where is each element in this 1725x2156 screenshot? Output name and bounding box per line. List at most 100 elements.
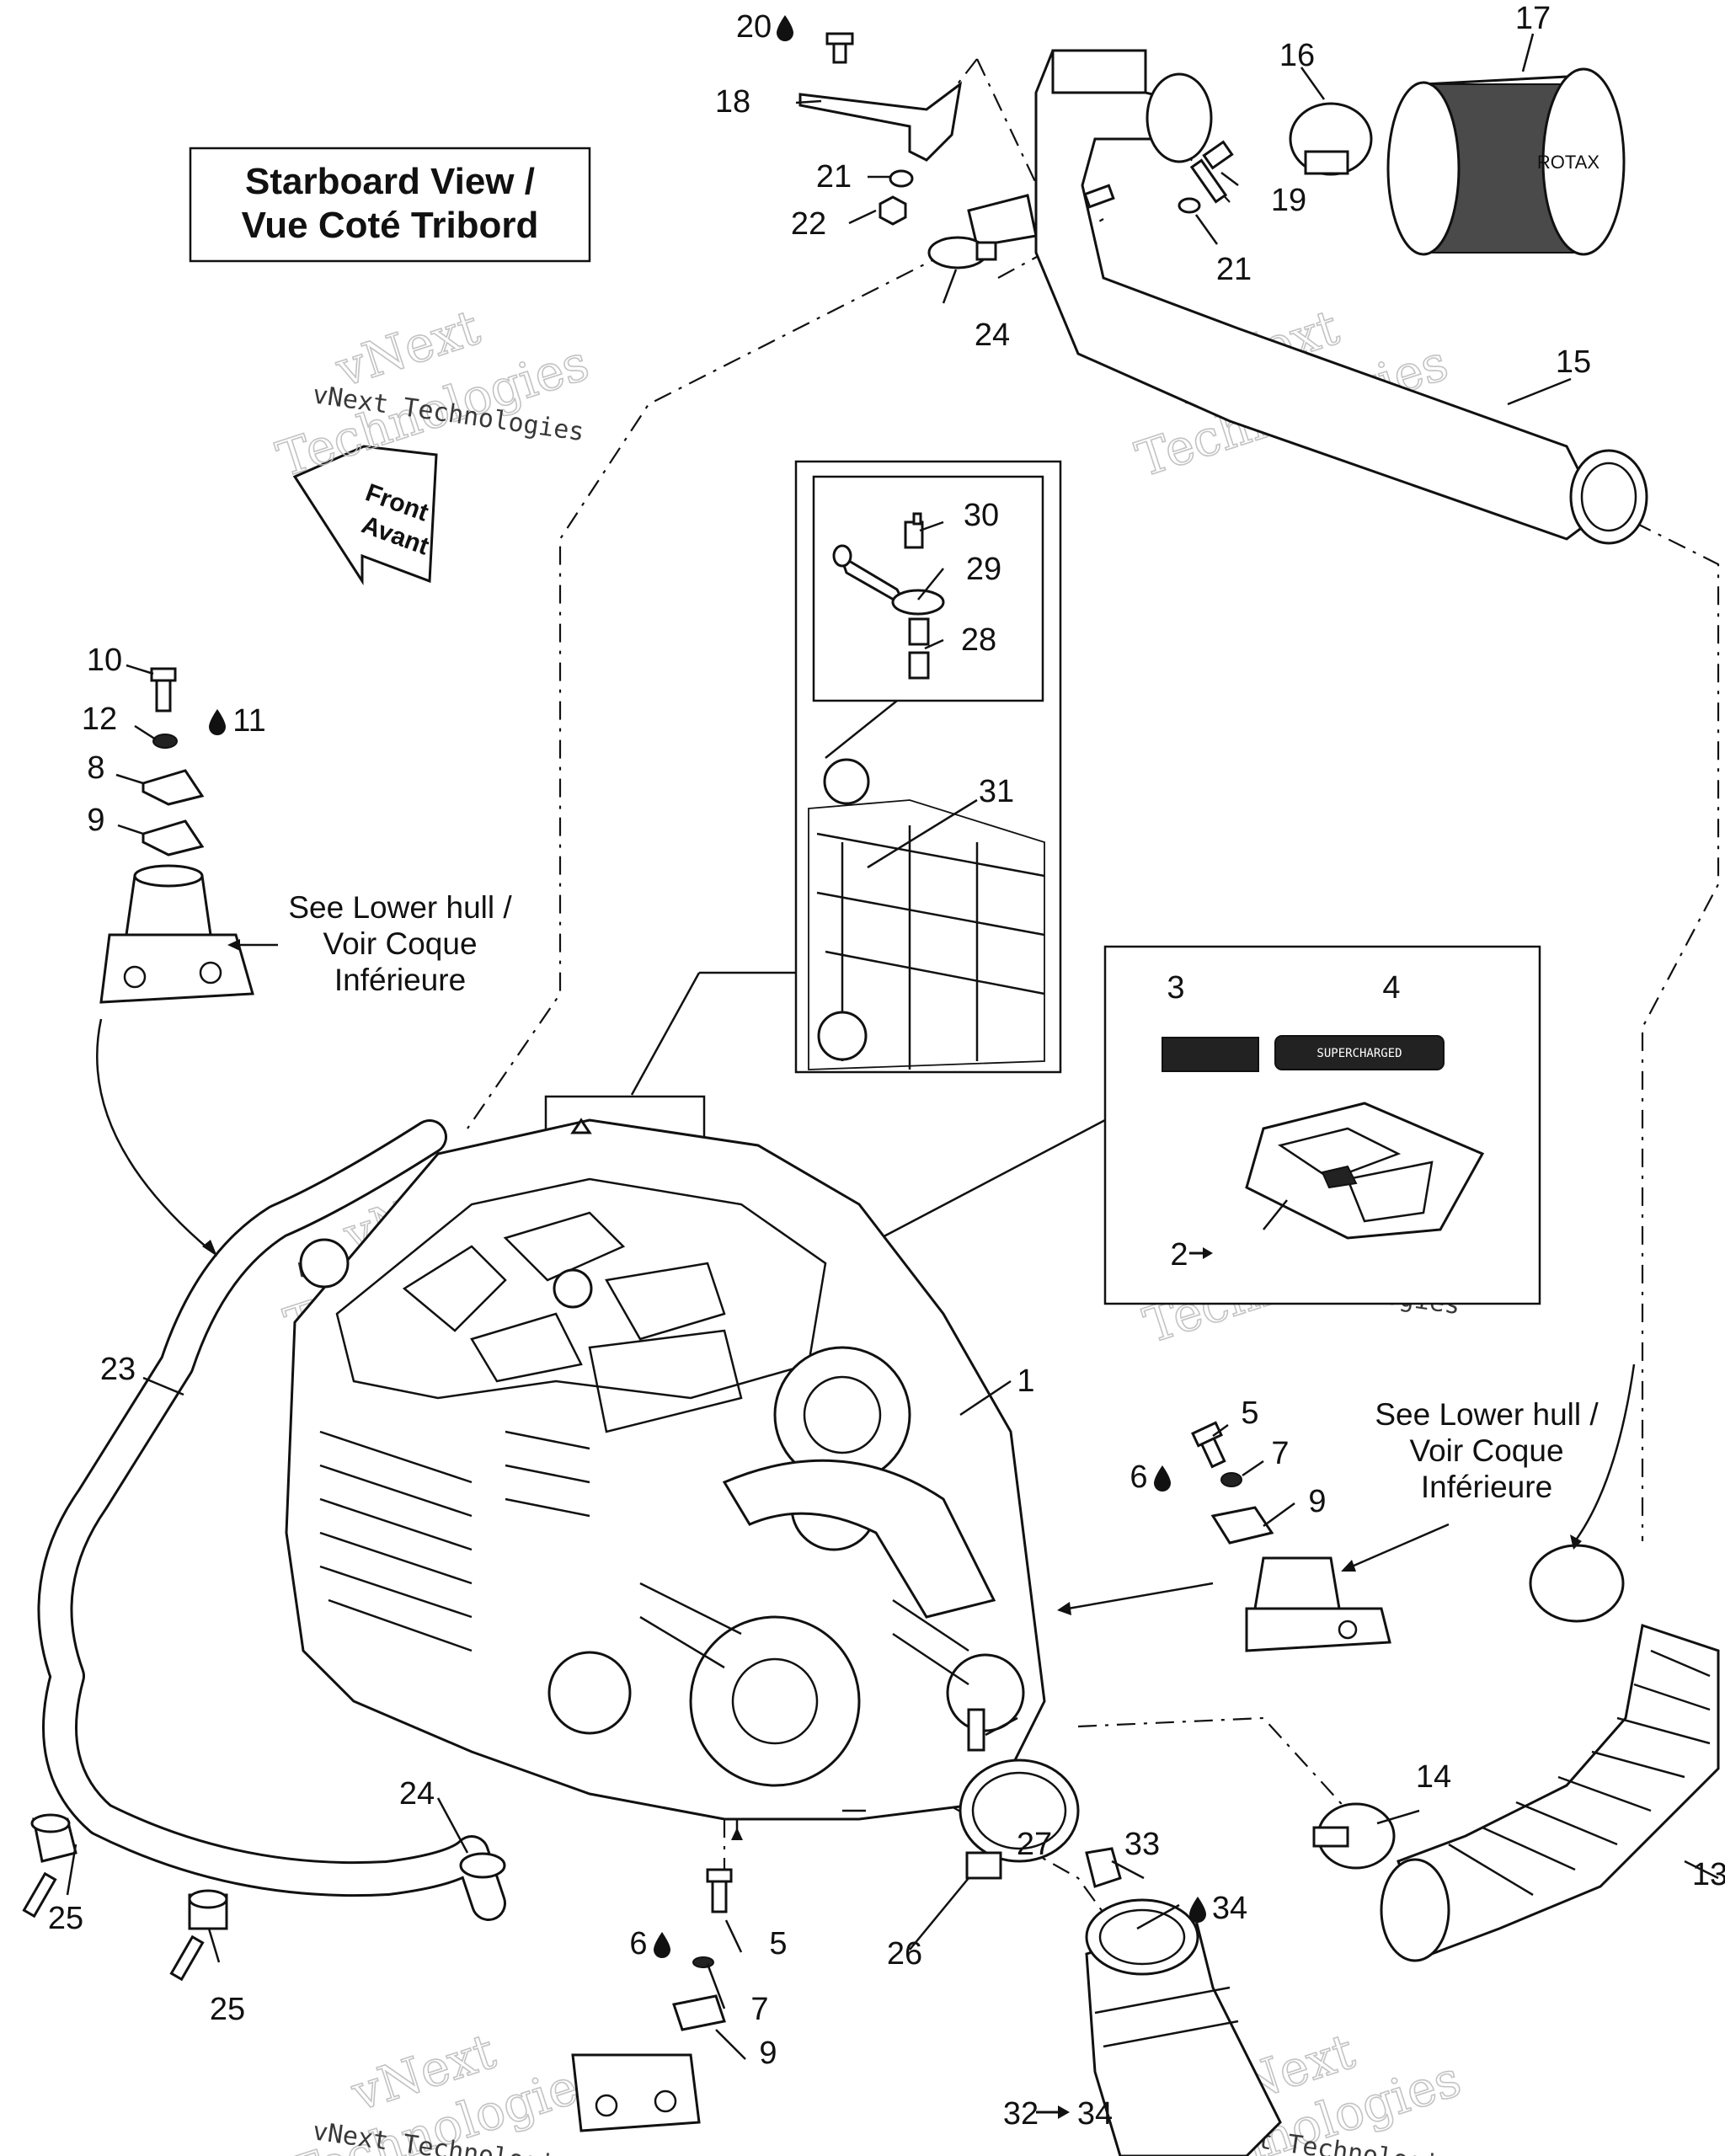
sealant-drop-icon	[1189, 1897, 1206, 1923]
callout-24: 24	[399, 1776, 435, 1812]
oil-cap	[299, 1238, 350, 1289]
lower-hull-note-left: See Lower hull / Voir Coque Inférieure	[288, 890, 512, 997]
callout-21: 21	[1216, 252, 1252, 287]
air-intake-assembly: ROTAX	[798, 32, 1648, 545]
note-line: Inférieure	[334, 963, 466, 997]
nut	[879, 195, 907, 226]
direction-arrows	[96, 939, 1636, 1840]
magneto-cover	[689, 1615, 861, 1787]
right-arrow-icon	[1189, 1247, 1213, 1259]
decal-3	[1162, 1037, 1259, 1072]
callout-26: 26	[887, 1936, 922, 1972]
callout-15: 15	[1556, 344, 1591, 380]
callout-27: 27	[1017, 1827, 1052, 1862]
mounting-bracket	[798, 81, 963, 162]
front-direction-indicator: Front Avant	[292, 445, 438, 586]
rubber-mount	[571, 2053, 701, 2132]
detail-inset-decals: SUPERCHARGED	[1103, 945, 1541, 1305]
vent-hose	[908, 651, 930, 680]
callout-9: 9	[87, 803, 104, 838]
right-arrow-icon	[1036, 2105, 1070, 2119]
view-title-box: Starboard View / Vue Coté Tribord	[189, 147, 591, 263]
washer	[1178, 197, 1201, 214]
outlet-pipe	[1085, 1919, 1282, 2156]
hose-fitting	[967, 194, 1038, 248]
callout-10: 10	[87, 643, 122, 678]
callout-25: 25	[210, 1992, 245, 2027]
callout-8: 8	[87, 750, 104, 786]
note-line: See Lower hull /	[288, 890, 512, 925]
callout-30: 30	[964, 498, 999, 533]
vent-cap	[891, 589, 945, 616]
bolt-19	[1189, 140, 1234, 204]
callout-29: 29	[966, 552, 1001, 587]
bolt-27	[967, 1708, 985, 1752]
hose-23	[37, 1119, 506, 1921]
callout-24: 24	[975, 318, 1010, 353]
callout-13: 13	[1692, 1857, 1725, 1892]
callout-5: 5	[769, 1926, 787, 1961]
hose-clamps-25	[22, 1813, 228, 1982]
sealant-drop-icon	[1154, 1465, 1171, 1492]
sealant-drop-icon	[777, 15, 793, 41]
engine-mount-left	[99, 667, 254, 1004]
callout-7: 7	[750, 1992, 768, 2027]
callout-17: 17	[1515, 1, 1551, 36]
engine-cover	[1245, 1102, 1485, 1240]
view-title-line-1: Starboard View /	[245, 161, 535, 202]
engine-assembly	[285, 1118, 1046, 1821]
callout-28: 28	[961, 622, 996, 658]
engine-mount-right	[1191, 1421, 1391, 1652]
callout-6: 6	[1130, 1460, 1147, 1495]
callout-2: 2	[1170, 1237, 1188, 1273]
note-line: Voir Coque	[323, 926, 477, 961]
callout-numbers: 17 16 20 18 21 22 24 19 21 15 30 29 28 3…	[48, 1, 1725, 2132]
callout-31: 31	[979, 774, 1014, 809]
decal-4-text: SUPERCHARGED	[1316, 1047, 1402, 1060]
callout-3: 3	[1167, 970, 1184, 1006]
decal-4	[1274, 1035, 1445, 1070]
sealant-drop-icon	[209, 709, 226, 735]
callout-14: 14	[1416, 1759, 1451, 1795]
callout-16: 16	[1279, 38, 1315, 73]
callout-23: 23	[100, 1352, 136, 1387]
screw-20	[825, 32, 854, 64]
callout-12: 12	[82, 702, 117, 737]
lower-hull-note-right: See Lower hull / Voir Coque Inférieure	[1375, 1397, 1599, 1504]
callout-32: 32	[1003, 2096, 1039, 2132]
air-filter: ROTAX	[1386, 67, 1626, 256]
note-line: See Lower hull /	[1375, 1397, 1599, 1432]
callout-9: 9	[1308, 1484, 1326, 1519]
callout-6: 6	[629, 1926, 647, 1961]
callout-33: 33	[1124, 1827, 1160, 1862]
callout-4: 4	[1382, 970, 1400, 1006]
rubber-mount	[1253, 1556, 1341, 1610]
callout-20: 20	[736, 9, 772, 45]
note-line: Inférieure	[1421, 1470, 1552, 1504]
callout-19: 19	[1271, 183, 1306, 218]
callout-5: 5	[1241, 1396, 1258, 1431]
callout-1: 1	[1017, 1364, 1034, 1399]
callout-7: 7	[1271, 1436, 1289, 1471]
callout-leaders	[66, 33, 1719, 2060]
lower-intake-assembly	[959, 1544, 1720, 2156]
sealant-drop-icon	[654, 1932, 670, 1958]
engine-mount-bottom	[571, 1868, 733, 2132]
detail-inset-vent	[794, 460, 1062, 1074]
sealant-markers	[209, 15, 1213, 2119]
callout-25: 25	[48, 1901, 83, 1936]
note-line: Voir Coque	[1409, 1433, 1563, 1468]
grommet	[908, 617, 930, 646]
elbow-fitting	[1085, 1847, 1122, 1888]
callout-34: 34	[1212, 1891, 1247, 1926]
callout-34: 34	[1077, 2096, 1113, 2132]
callout-21: 21	[816, 159, 852, 195]
callout-18: 18	[715, 84, 750, 120]
v-band-clamp	[959, 1758, 1080, 1863]
engine-block	[285, 1118, 1046, 1821]
callout-22: 22	[791, 206, 826, 242]
filter-brand-label: ROTAX	[1537, 152, 1599, 173]
hose-clamp	[1529, 1544, 1625, 1623]
view-title-line-2: Vue Coté Tribord	[242, 205, 539, 246]
